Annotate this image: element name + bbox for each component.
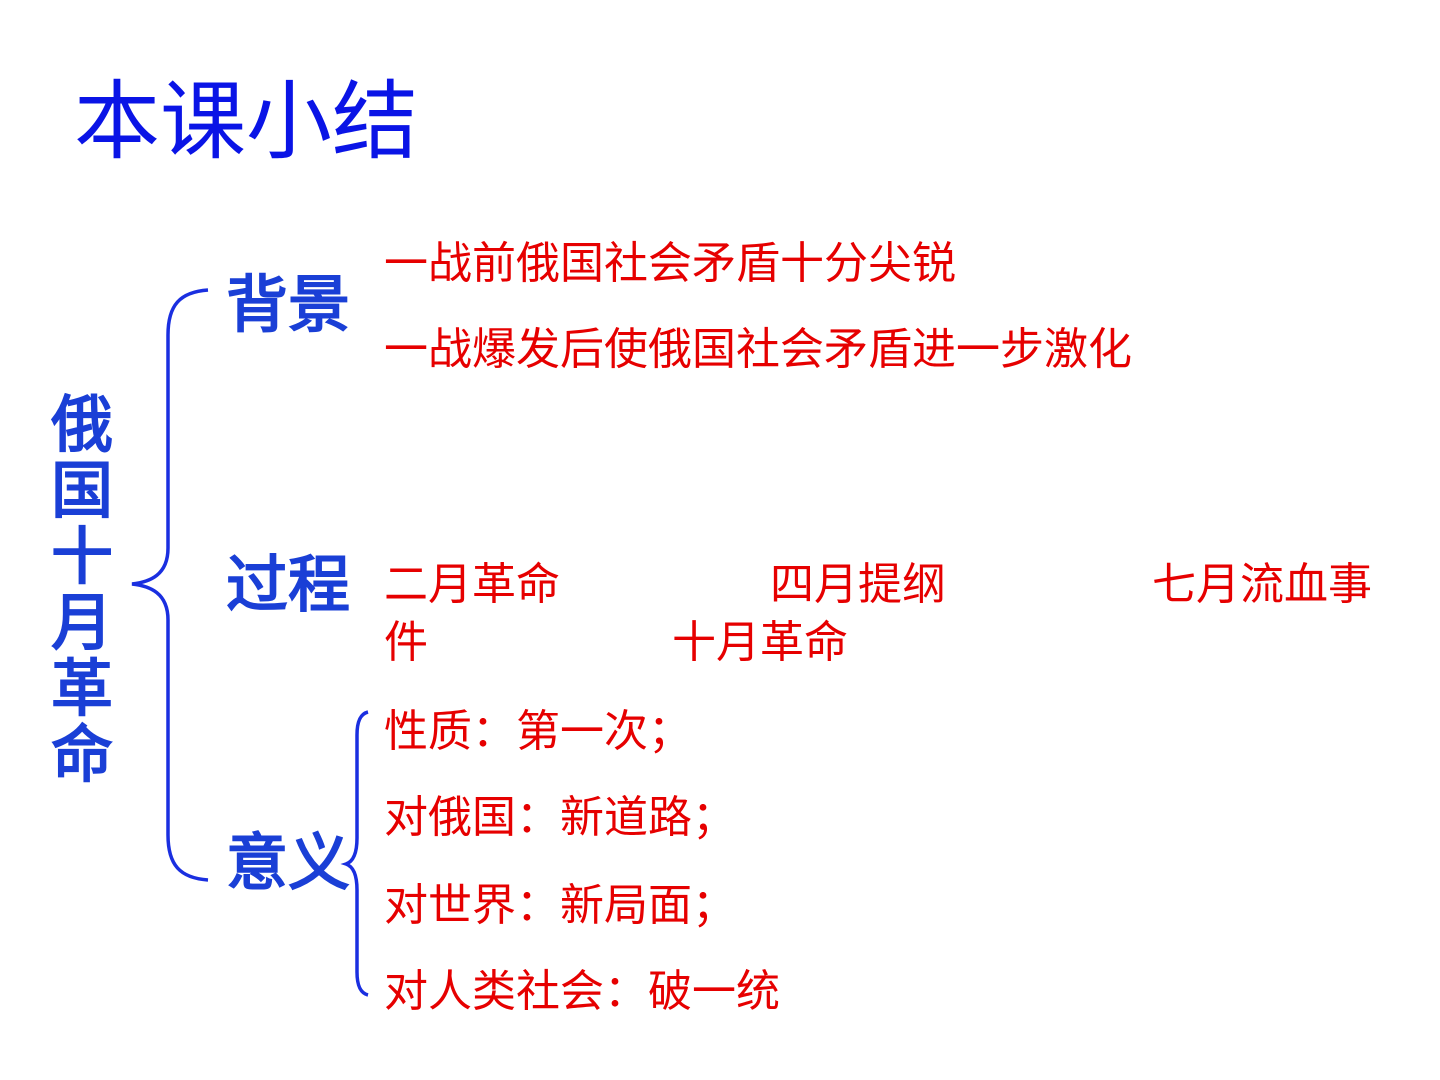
significance-item: 对人类社会：破一统 [384, 966, 780, 1017]
section-label-background: 背景 [226, 268, 351, 341]
process-item: 七月流血事 [1152, 559, 1372, 610]
process-item: 二月革命 [384, 559, 560, 610]
section-label-process: 过程 [226, 548, 351, 621]
significance-item: 性质：第一次； [384, 706, 692, 757]
main-topic-vertical: 俄国十月革命 [50, 388, 113, 791]
section-label-significance: 意义 [226, 826, 351, 899]
page-title: 本课小结 [74, 72, 418, 172]
process-item: 十月革命 [672, 617, 848, 668]
significance-brace [340, 710, 369, 997]
significance-item: 对世界：新局面； [384, 880, 736, 931]
process-item: 件 [384, 617, 428, 668]
background-item: 一战爆发后使俄国社会矛盾进一步激化 [384, 324, 1132, 375]
process-item: 四月提纲 [770, 559, 946, 610]
main-brace [131, 288, 209, 882]
significance-item: 对俄国：新道路； [384, 792, 736, 843]
background-item: 一战前俄国社会矛盾十分尖锐 [384, 238, 956, 289]
